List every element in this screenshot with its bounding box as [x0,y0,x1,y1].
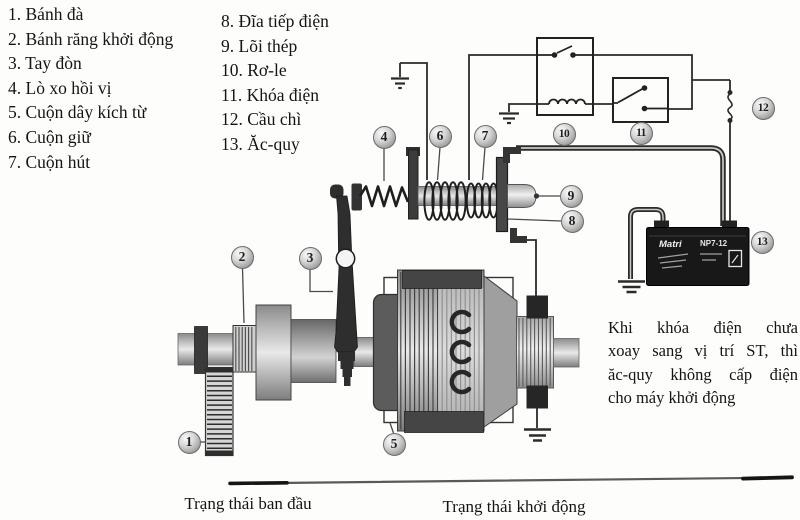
shift-lever [330,184,358,386]
field-windings [449,309,472,395]
pinion-gear [232,325,257,373]
armature-shaft-left [290,319,337,383]
pole-shoe-top [402,270,482,289]
legend-item: 6. Cuộn giữ [8,126,91,147]
legend-item: 8. Đĩa tiếp điện [221,11,329,31]
legend-item: 4. Lò xo hồi vị [8,77,112,98]
legend-item: 13. Ăc-quy [221,133,300,154]
shaft-collar [194,326,208,374]
legend-item: 3. Tay đòn [8,53,82,74]
hold-in-coil [423,181,467,221]
legend-left: 1. Bánh đà 2. Bánh răng khởi động 3. Tay đ… [8,2,173,174]
solenoid-terminal-bottom [510,228,527,243]
legend-item: 10. Rơ-le [221,60,287,81]
callout-1: 1 [177,430,201,454]
fuse [727,90,733,123]
ground-symbols [391,63,645,442]
callout-4: 4 [372,125,396,149]
note-line: Khi khóa điện chưa [608,318,798,337]
brush-bottom [526,385,548,409]
callout-5: 5 [382,432,406,456]
contact-disc [495,156,509,233]
callout-8: 8 [560,209,584,233]
legend-item: 9. Lõi thép [221,35,298,56]
solenoid-front-plate [408,149,419,220]
callout-10: 10 [552,122,576,146]
legend-right: 8. Đĩa tiếp điện 9. Lõi thép 10. Rơ-le 11. … [221,9,329,157]
iron-core [507,184,537,208]
note-line: cho máy khởi động [608,388,736,408]
battery: Matri NP7-12 [646,220,750,286]
caption-initial-state: Trạng thái ban đầu [184,494,312,513]
callout-11: 11 [629,121,653,145]
battery-ground-wire [628,207,666,279]
note-line: ăc-quy không cấp điện [608,364,798,384]
solenoid-terminal-top [503,147,521,163]
battery-model-label: NP7-12 [700,239,728,248]
armature-taper [483,274,518,428]
battery-heavy-cable [516,145,726,226]
legend-item: 12. Cầu chì [221,109,302,130]
leader-lines [200,146,562,443]
battery-fine-print [657,253,722,269]
callout-6: 6 [428,124,452,148]
legend-item: 2. Bánh răng khởi động [8,28,174,49]
lever-pivot-hole [335,248,356,269]
drive-assembly [177,304,381,457]
callout-13: 13 [750,230,774,254]
spring-seat [351,183,362,211]
pole-shoe-bottom [404,411,484,433]
caption-starting-state: Trạng thái khởi động [442,497,586,516]
drive-collar [255,304,292,401]
relay-box [536,37,594,116]
starter-motor-body [372,269,580,433]
caption-line [228,475,794,486]
circuit-wires [400,54,731,428]
callout-9: 9 [559,184,583,208]
battery-brand-label: Matri [659,239,682,250]
callout-7: 7 [473,124,497,148]
flywheel-gear [204,366,234,457]
callout-3: 3 [298,246,322,270]
note-paragraph: Khi khóa điện chưa xoay sang vị trí ST, t… [608,316,798,410]
return-spring [358,185,410,208]
callout-12: 12 [751,96,775,120]
ignition-switch-box [612,77,669,123]
note-line: xoay sang vị trí ST, thì [608,341,798,361]
brush-top [526,295,548,319]
legend-item: 11. Khóa điện [221,84,320,105]
legend-item: 5. Cuộn dây kích từ [8,102,147,123]
solenoid-assembly [351,147,540,243]
rear-shaft [553,338,580,368]
legend-item: 7. Cuộn hút [8,151,91,172]
callout-2: 2 [230,245,254,269]
legend-item: 1. Bánh đà [8,4,84,24]
